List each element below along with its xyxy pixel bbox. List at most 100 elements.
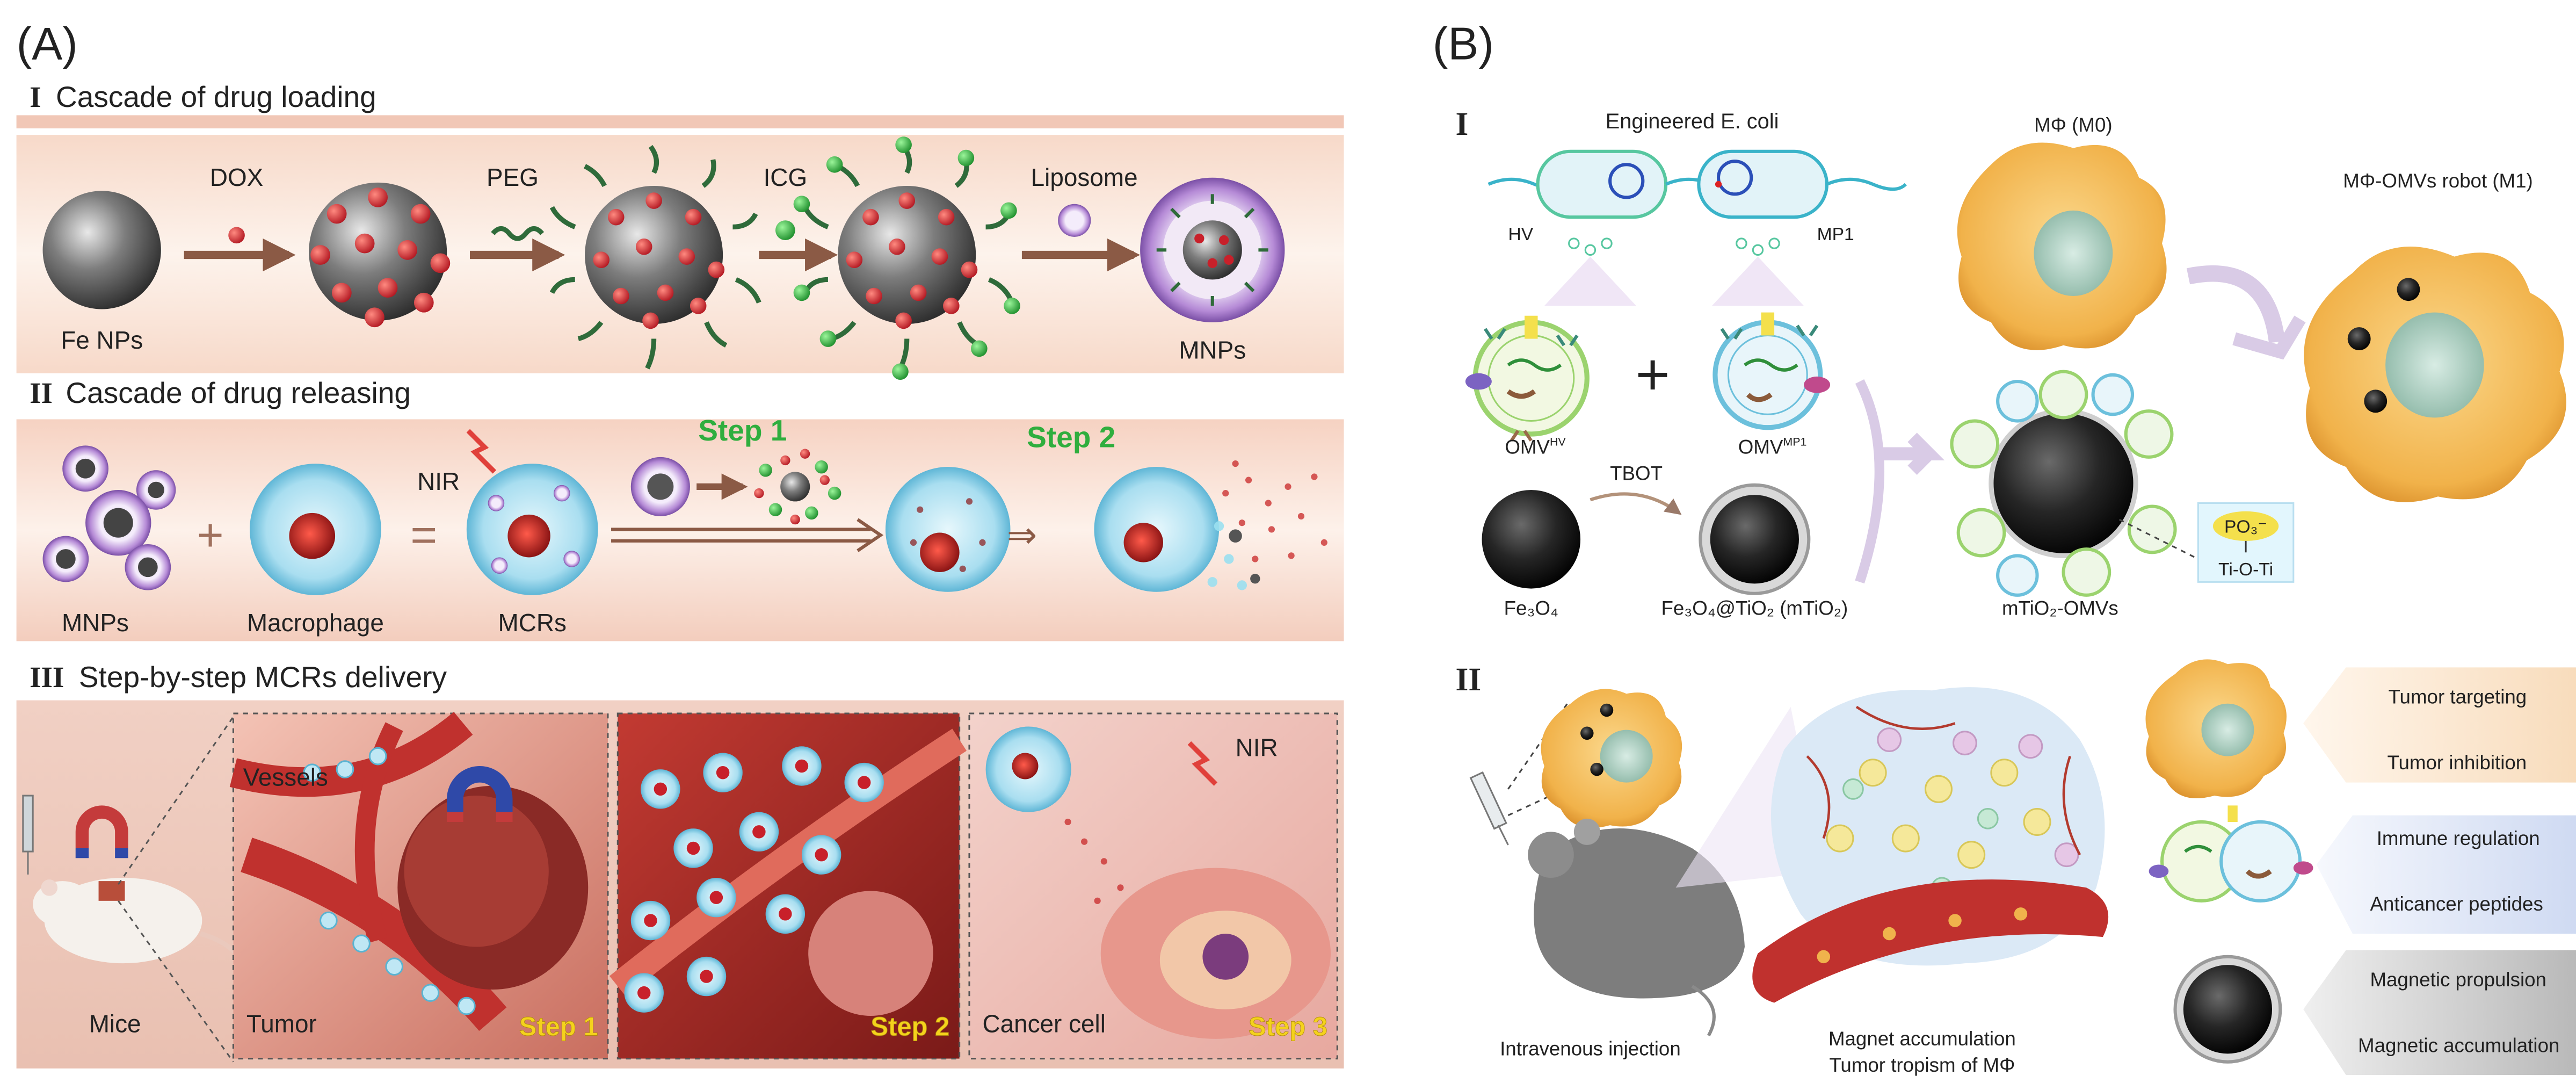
zoom-cone-hv [1544, 256, 1637, 306]
peg-chain-icon [491, 226, 545, 241]
vesicle-buds [1568, 237, 1780, 256]
dox-drug-icon [228, 227, 245, 244]
step2-delivery-label: Step 2 [870, 1013, 949, 1042]
mphi-m0-label: MΦ (M0) [2034, 114, 2113, 136]
mnp-liposome-particle [1140, 177, 1285, 322]
mp1-label: MP1 [1817, 225, 1854, 244]
fe3o4-tio2-label: Fe₃O₄@TiO₂ (mTiO₂) [1661, 597, 1848, 619]
mnps-cluster [42, 445, 176, 590]
engineered-ecoli-title: Engineered E. coli [1606, 110, 1779, 133]
section-a1-rule [16, 115, 1344, 128]
icg-loaded-particle [793, 136, 1020, 380]
omv-hv [1465, 315, 1590, 442]
omv-mp1-label: OMVMP1 [1738, 435, 1807, 458]
robot-label: MΦ-OMVs robot (M1) [2343, 170, 2533, 192]
section-a2-roman: II [30, 377, 53, 409]
peg-label: PEG [487, 163, 539, 191]
tumor-inhibition-label: Tumor inhibition [2387, 752, 2527, 774]
icg-label: ICG [764, 163, 808, 191]
mouse-illustration [33, 878, 252, 974]
zoom-cone-mp1 [1711, 256, 1804, 306]
step1-magnet-icon [447, 766, 513, 822]
injection-syringe-icon [1469, 771, 1509, 846]
injected-robot [1541, 689, 1682, 828]
tumor-label: Tumor [246, 1010, 317, 1038]
fe-nps-label: Fe NPs [61, 326, 143, 354]
liposome-label: Liposome [1031, 163, 1138, 191]
tag-magnetic [2303, 950, 2576, 1075]
fe-nanoparticle [42, 191, 161, 309]
mphi-omvs-robot [2304, 246, 2566, 502]
step2-tumor-inset: Step 2 [609, 712, 967, 1060]
macrophage-label: Macrophage [247, 609, 384, 637]
dox-loaded-particle [309, 182, 451, 328]
mnps-label: MNPs [1179, 336, 1246, 364]
plus-sign-b: + [1636, 342, 1670, 408]
tag-macrophage [2303, 667, 2576, 783]
ecoli-hv [1487, 149, 1713, 219]
release-arrow-head [857, 518, 884, 552]
combine-arrow [1882, 432, 1945, 475]
peg-coated-particle [549, 145, 761, 370]
syringe-icon [22, 795, 34, 875]
section-a2-title: Cascade of drug releasing [66, 376, 411, 409]
section-a3-roman: III [30, 661, 64, 694]
mcr-nucleus [507, 514, 550, 558]
iv-label: Intravenous injection [1500, 1037, 1681, 1059]
step1-tumor-inset: Vessels Tumor Step 1 [229, 712, 609, 1060]
icg-dye-icon [775, 220, 795, 240]
section-a1-title: Cascade of drug loading [56, 80, 376, 113]
step3-nir-label: NIR [1236, 734, 1278, 762]
immune-regulation-label: Immune regulation [2377, 827, 2540, 849]
function-tags [2145, 659, 2576, 1075]
section-b1-roman: I [1456, 106, 1469, 142]
mcr-internal-mnps [488, 485, 580, 574]
macrophage-m0 [1957, 142, 2167, 350]
tag-omv [2316, 815, 2576, 934]
omv-mp1 [1713, 312, 1831, 430]
mice-label: Mice [89, 1010, 141, 1038]
section-a3-title: Step-by-step MCRs delivery [79, 660, 447, 694]
callout-line [2118, 518, 2199, 560]
mtio2-core [1710, 495, 1799, 584]
equals-sign: = [410, 509, 437, 561]
tumor-targeting-label: Tumor targeting [2389, 686, 2527, 708]
tumor-microenvironment [1752, 687, 2109, 1003]
magnetic-accumulation-label: Magnetic accumulation [2358, 1034, 2559, 1056]
step3-nir-icon [1187, 741, 1218, 786]
cancer-cell-label: Cancer cell [982, 1010, 1105, 1038]
to-robot-curve [2186, 265, 2285, 343]
dox-label: DOX [210, 163, 263, 191]
po3-label: PO₃⁻ [2224, 517, 2267, 537]
tumor-tropism-label: Tumor tropism of MΦ [1829, 1054, 2015, 1076]
ecoli-mp1 [1697, 149, 1907, 219]
magnetic-propulsion-label: Magnetic propulsion [2370, 969, 2546, 991]
mnps-label-2: MNPs [62, 609, 129, 637]
omv-pair-icon [2149, 805, 2313, 903]
liposome-icon [1058, 204, 1091, 237]
mcrs-label: MCRs [498, 609, 567, 637]
hv-label: HV [1508, 225, 1533, 244]
step3-tumor-inset: NIR Cancer cell Step 3 [968, 712, 1338, 1060]
tbot-arrow [1590, 492, 1682, 515]
panel-b: (B) I Engineered E. coli HV MP1 [1433, 18, 2576, 1076]
step2-release-label: Step 2 [1027, 420, 1115, 453]
panel-a: (A) I Cascade of drug loading Fe NPs DOX… [16, 18, 1344, 1069]
vessels-label: Vessels [243, 763, 328, 791]
zoom-line-bottom [118, 900, 234, 1063]
panel-a-label: (A) [17, 18, 78, 69]
ti-o-ti-label: Ti-O-Ti [2218, 560, 2273, 580]
injection-zoom-line-1 [1507, 703, 1568, 790]
nir-lightning-icon [466, 429, 497, 474]
tbot-label: TBOT [1610, 463, 1663, 485]
magnet-icon [75, 805, 128, 858]
step1-released-drugs [754, 449, 841, 525]
double-arrow-glyph: ⇒ [1007, 515, 1037, 555]
mtio2-omvs-label: mTiO₂-OMVs [2002, 597, 2118, 619]
plus-sign: + [197, 509, 224, 561]
zoom-line-top [118, 716, 234, 885]
combine-curve [1855, 379, 1885, 584]
macrophage-nucleus [289, 512, 336, 559]
released-drug-spray [1222, 460, 1327, 562]
